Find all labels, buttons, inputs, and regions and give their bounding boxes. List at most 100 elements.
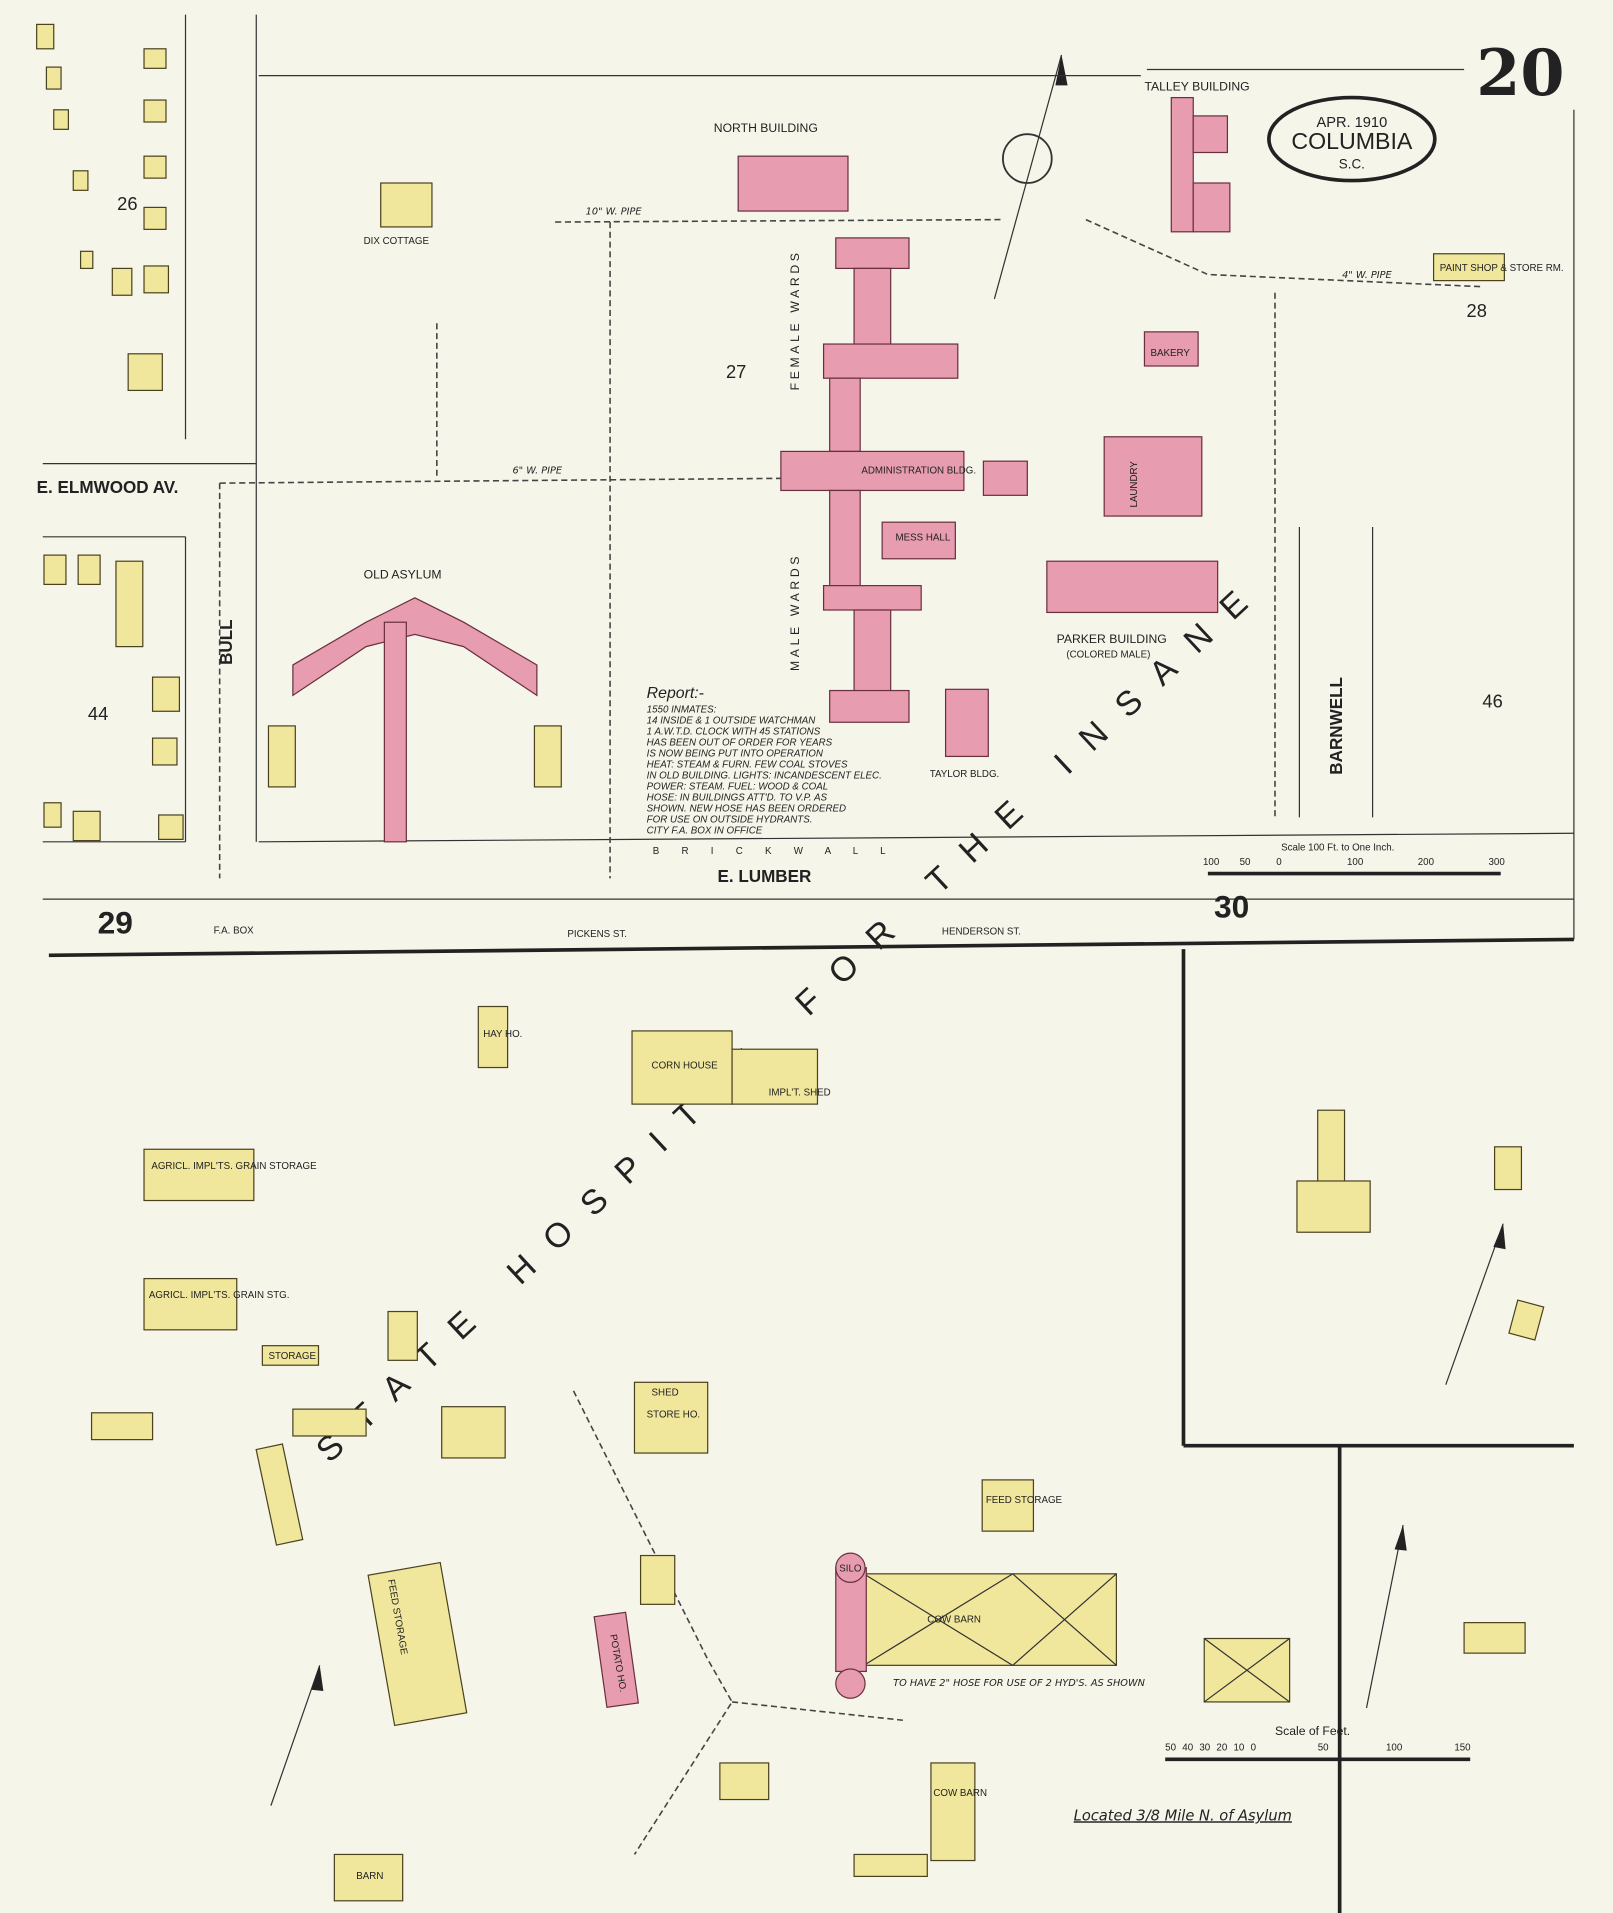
dwelling-k1 [639, 1554, 676, 1605]
hose-note: TO HAVE 2" HOSE FOR USE OF 2 HYD'S. AS S… [893, 1678, 1145, 1689]
dix-cottage: DIX COTTAGE [364, 182, 433, 247]
svg-text:50: 50 [1165, 1743, 1176, 1754]
svg-text:1 A.W.T.D. CLOCK WITH 45 STATI: 1 A.W.T.D. CLOCK WITH 45 STATIONS [647, 726, 821, 737]
svg-text:20: 20 [1216, 1743, 1227, 1754]
feed-storage-h1: FEED STORAGE [367, 1561, 468, 1727]
street-bull: BULL [217, 619, 236, 665]
silo-label: SILO [839, 1563, 862, 1574]
shed-o1 [90, 1412, 154, 1441]
svg-text:40: 40 [1182, 1743, 1193, 1754]
store-t1 [387, 1310, 418, 1361]
svg-text:TALLEY BUILDING: TALLEY BUILDING [1144, 79, 1249, 93]
admin-label: ADMINISTRATION BLDG. [861, 465, 976, 476]
page-number: 20 [1476, 35, 1564, 110]
svg-text:CITY F.A. BOX IN OFFICE: CITY F.A. BOX IN OFFICE [647, 825, 763, 836]
north-arrow-icon [270, 1223, 1506, 1806]
storage-shed: STORAGE [261, 1345, 320, 1366]
bakery-label: BAKERY [1151, 348, 1191, 359]
svg-text:10: 10 [1234, 1743, 1245, 1754]
svg-text:100: 100 [1347, 857, 1364, 868]
svg-text:FEED STORAGE: FEED STORAGE [986, 1495, 1063, 1506]
corn-house: CORN HOUSE IMPL'T. SHED [631, 1030, 831, 1105]
laundry-label: LAUNDRY [1129, 461, 1140, 508]
svg-text:100: 100 [1203, 857, 1220, 868]
svg-text:PAINT SHOP & STORE RM.: PAINT SHOP & STORE RM. [1440, 263, 1564, 274]
svg-text:HEAT: STEAM & FURN. FEW COAL S: HEAT: STEAM & FURN. FEW COAL STOVES [647, 759, 848, 770]
svg-text:300: 300 [1488, 857, 1505, 868]
svg-text:1550 INMATES:: 1550 INMATES: [647, 704, 717, 715]
dwelling-c1 [1203, 1637, 1291, 1703]
svg-text:BARN: BARN [356, 1871, 383, 1882]
report-notes: Report:- 1550 INMATES: 14 INSIDE & 1 OUT… [647, 685, 882, 836]
svg-text:Report:-: Report:- [647, 685, 704, 702]
svg-text:30: 30 [1199, 1743, 1210, 1754]
block-number: 27 [726, 361, 746, 382]
svg-text:APR. 1910: APR. 1910 [1316, 115, 1387, 131]
bakery: BAKERY [1143, 331, 1199, 367]
svg-text:14 INSIDE & 1 OUTSIDE WATCHMAN: 14 INSIDE & 1 OUTSIDE WATCHMAN [647, 715, 817, 726]
institution-title: STATE HOSPITAL FOR THE INSANE [309, 567, 1273, 1470]
block-26-dwellings [36, 23, 184, 842]
svg-text:TAYLOR BLDG.: TAYLOR BLDG. [930, 769, 1000, 780]
main-asylum-wards: ADMINISTRATION BLDG. MESS HALL [780, 237, 1028, 723]
street-henderson: HENDERSON ST. [942, 927, 1021, 938]
talley-building: TALLEY BUILDING [1144, 79, 1250, 233]
shed-16 [1493, 1146, 1523, 1191]
north-building: NORTH BUILDING [714, 121, 849, 212]
svg-text:CORN HOUSE: CORN HOUSE [652, 1061, 719, 1072]
svg-text:50: 50 [1240, 857, 1251, 868]
pipe-label-4in: 4" W. PIPE [1342, 270, 1392, 281]
title-cartouche: APR. 1910 COLUMBIA S.C. [1267, 95, 1437, 183]
paint-shop: PAINT SHOP & STORE RM. [1432, 253, 1564, 282]
svg-text:IS NOW BEING PUT INTO OPERATIO: IS NOW BEING PUT INTO OPERATION [647, 748, 824, 759]
block-number: 29 [98, 904, 133, 940]
location-note: Located 3/8 Mile N. of Asylum [1074, 1807, 1292, 1824]
water-pipes [218, 218, 1483, 1855]
street-elmwood: E. ELMWOOD AV. [37, 478, 179, 497]
dwelling-16-5 [1508, 1299, 1545, 1341]
mess-hall-label: MESS HALL [896, 532, 951, 543]
svg-text:HAS BEEN OUT OF ORDER FOR YEAR: HAS BEEN OUT OF ORDER FOR YEARS [647, 737, 833, 748]
block-number: 26 [117, 193, 137, 214]
potato-house: POTATO HO. [593, 1611, 640, 1709]
taylor-building: TAYLOR BLDG. [930, 688, 1000, 780]
svg-text:COLUMBIA: COLUMBIA [1291, 128, 1413, 154]
svg-text:HAY HO.: HAY HO. [483, 1029, 522, 1040]
female-wards-label: FEMALE WARDS [788, 249, 802, 390]
street-lumber: E. LUMBER [717, 867, 811, 886]
svg-text:150: 150 [1454, 1743, 1471, 1754]
svg-text:(COLORED MALE): (COLORED MALE) [1066, 650, 1150, 661]
svg-text:OLD ASYLUM: OLD ASYLUM [364, 567, 442, 581]
fire-alarm-box-label: F.A. BOX [214, 925, 255, 936]
svg-text:FOR USE ON OUTSIDE HYDRANTS.: FOR USE ON OUTSIDE HYDRANTS. [647, 814, 813, 825]
male-wards-label: MALE WARDS [788, 553, 802, 671]
svg-text:SHED: SHED [652, 1388, 679, 1399]
dwelling-14 [1296, 1109, 1371, 1233]
hay-house: HAY HO. [477, 1005, 522, 1069]
block-number: 30 [1214, 888, 1249, 924]
shed-south [853, 1853, 928, 1878]
agricultural-storage-1: AGRICL. IMPL'TS. GRAIN STORAGE [143, 1148, 317, 1202]
pipe-label-10in: 10" W. PIPE [586, 207, 643, 218]
north-arrow-icon [993, 54, 1068, 300]
svg-text:COW BARN: COW BARN [927, 1615, 981, 1626]
svg-text:AGRICL. IMPL'TS. GRAIN STG.: AGRICL. IMPL'TS. GRAIN STG. [149, 1290, 290, 1301]
svg-text:IMPL'T. SHED: IMPL'T. SHED [769, 1088, 831, 1099]
store-f1 [441, 1406, 506, 1459]
block-number: 28 [1467, 300, 1487, 321]
old-asylum: OLD ASYLUM [292, 567, 538, 843]
pavilion-east [533, 725, 562, 788]
dwelling-d [719, 1762, 770, 1801]
svg-text:0: 0 [1276, 857, 1282, 868]
scale-bar-bottom: Scale of Feet. 50 40 30 20 10 0 50 100 1… [1165, 1724, 1471, 1762]
svg-text:IN OLD BUILDING. LIGHTS: INCAN: IN OLD BUILDING. LIGHTS: INCANDESCENT EL… [647, 770, 882, 781]
svg-text:COW BARN: COW BARN [933, 1788, 987, 1799]
svg-text:Scale of Feet.: Scale of Feet. [1275, 1724, 1350, 1738]
cow-barn-p: COW BARN [930, 1762, 987, 1862]
svg-text:AGRICL. IMPL'TS. GRAIN STORAGE: AGRICL. IMPL'TS. GRAIN STORAGE [151, 1161, 317, 1172]
svg-text:200: 200 [1418, 857, 1435, 868]
svg-text:50: 50 [1318, 1743, 1329, 1754]
svg-text:POWER: STEAM. FUEL: WOOD & COA: POWER: STEAM. FUEL: WOOD & COAL [647, 781, 828, 792]
svg-text:STORAGE: STORAGE [268, 1351, 316, 1362]
